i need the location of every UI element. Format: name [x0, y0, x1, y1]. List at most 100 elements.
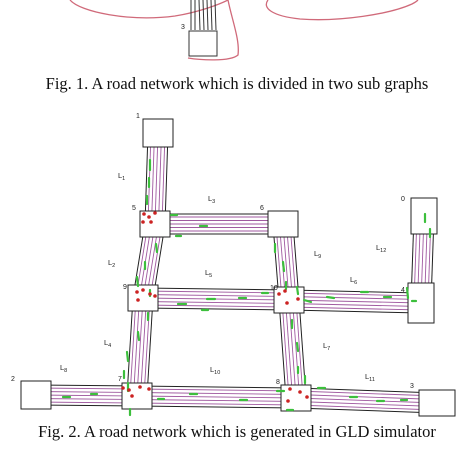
- lane-line: [296, 390, 438, 397]
- lane-line: [288, 306, 421, 311]
- lane-line: [136, 402, 296, 406]
- traffic-light: [305, 395, 309, 399]
- node-label-1: 1: [136, 113, 140, 120]
- node-label-5: 5: [132, 205, 136, 212]
- node-label-4: 4: [401, 287, 405, 294]
- lane-line: [146, 298, 154, 397]
- traffic-light: [147, 387, 151, 391]
- lane-line: [288, 303, 421, 307]
- road-l8: [278, 299, 307, 399]
- lane-line: [292, 299, 300, 398]
- road-label-l7: L7: [323, 341, 330, 352]
- traffic-light: [283, 289, 287, 293]
- node-label-2: 2: [11, 376, 15, 383]
- car-marker: [295, 285, 300, 296]
- junction-10: [273, 286, 305, 314]
- lane-line: [295, 299, 304, 398]
- traffic-light: [138, 385, 142, 389]
- traffic-light: [153, 211, 157, 215]
- node-label-7: 7: [118, 376, 122, 383]
- figure1-caption: Fig. 1. A road network which is divided …: [45, 74, 429, 93]
- road-label-l3: L3: [208, 194, 215, 205]
- traffic-light: [136, 298, 140, 302]
- figure1-node-box: [188, 30, 218, 57]
- node-label-0: 0: [401, 196, 405, 203]
- lane-line: [295, 401, 437, 407]
- lane-line: [136, 395, 297, 399]
- lane-line: [296, 394, 438, 400]
- road-label-l11: L11: [365, 372, 375, 383]
- road-l10: [136, 385, 297, 409]
- traffic-light: [141, 220, 145, 224]
- traffic-light: [277, 292, 281, 296]
- figure1-node-label: 3: [181, 24, 185, 31]
- road-l9: [35, 384, 138, 407]
- lane-line: [164, 133, 169, 225]
- lane-line: [161, 133, 166, 225]
- figure2-caption: Fig. 2. A road network which is generate…: [38, 422, 436, 441]
- lane-line: [136, 405, 296, 409]
- traffic-light: [127, 388, 131, 392]
- junction-4: [407, 282, 435, 324]
- lane-line: [140, 298, 147, 397]
- car-marker: [405, 286, 410, 300]
- lane-line: [289, 296, 422, 300]
- lane-line: [129, 297, 137, 396]
- lane-line: [144, 132, 149, 224]
- node-label-6: 6: [260, 205, 264, 212]
- traffic-light: [148, 292, 152, 296]
- lane-line: [143, 287, 290, 291]
- lane-line: [281, 300, 290, 399]
- road-l4: [155, 213, 283, 235]
- lane-line: [288, 309, 421, 314]
- lane-line: [35, 401, 137, 404]
- lane-line: [288, 299, 297, 399]
- lane-line: [126, 297, 134, 396]
- junction-7: [121, 382, 153, 410]
- figure1-graph: 3: [69, 0, 419, 61]
- lane-line: [288, 299, 422, 304]
- lane-line: [142, 304, 289, 308]
- car-marker: [302, 298, 313, 304]
- traffic-light: [153, 294, 157, 298]
- road-label-l1: L1: [118, 171, 125, 182]
- traffic-light: [286, 399, 290, 403]
- lane-line: [295, 397, 438, 404]
- road-label-l9: L9: [314, 249, 321, 260]
- lane-line: [36, 384, 138, 387]
- lane-line: [289, 289, 422, 294]
- lane-line: [151, 132, 155, 224]
- lane-line: [133, 297, 140, 396]
- traffic-light: [147, 215, 151, 219]
- lane-line: [36, 391, 138, 393]
- lane-line: [158, 133, 162, 225]
- car-marker: [325, 295, 336, 300]
- lane-line: [137, 385, 297, 389]
- road-l11: [295, 387, 438, 414]
- junction-6: [267, 210, 299, 238]
- junction-3: [418, 389, 456, 417]
- lane-line: [154, 132, 159, 225]
- lane-line: [295, 407, 437, 414]
- road-l3: [126, 297, 154, 397]
- junction-1: [142, 118, 174, 148]
- lane-line: [143, 294, 290, 297]
- lane-line: [295, 404, 437, 411]
- lane-line: [137, 392, 297, 395]
- road-l1: [144, 132, 169, 225]
- lane-line: [137, 388, 297, 392]
- lane-line: [35, 404, 137, 407]
- node-label-9: 9: [123, 284, 127, 291]
- traffic-light: [288, 387, 292, 391]
- car-marker: [125, 350, 130, 363]
- lane-line: [142, 301, 289, 304]
- lane-line: [35, 398, 137, 400]
- road-label-l6: L6: [350, 275, 357, 286]
- car-marker: [281, 260, 286, 273]
- traffic-light: [149, 220, 153, 224]
- traffic-light: [130, 394, 134, 398]
- car-marker: [154, 242, 159, 254]
